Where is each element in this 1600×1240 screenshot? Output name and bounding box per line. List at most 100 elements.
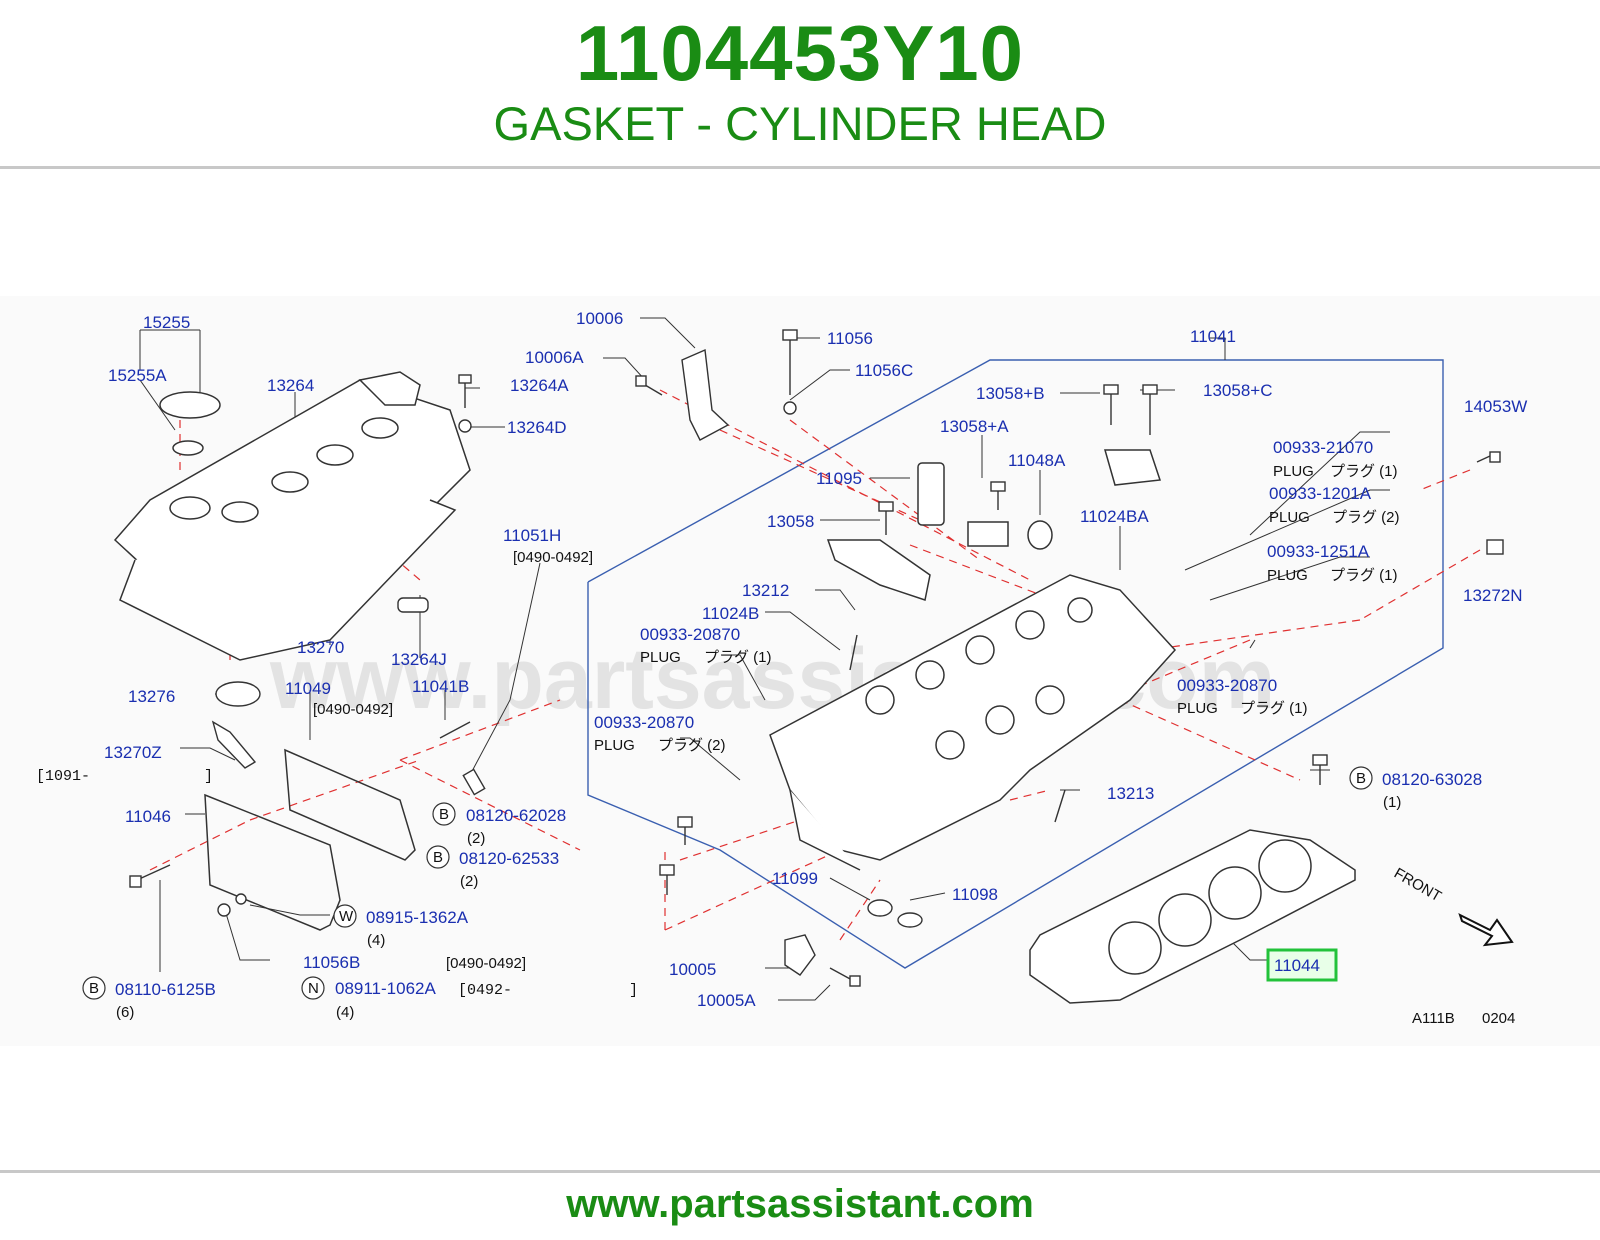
label-10006A[interactable]: 10006A xyxy=(525,348,584,367)
label-13058-B[interactable]: 13058+B xyxy=(976,384,1045,403)
label-13058[interactable]: 13058 xyxy=(767,512,814,531)
label-15255[interactable]: 15255 xyxy=(143,313,190,332)
circled-marks xyxy=(82,766,1373,1000)
footer-divider xyxy=(0,1170,1600,1173)
label-00933-21070[interactable]: 00933-21070 xyxy=(1273,438,1373,457)
note-plug-4: PLUG xyxy=(640,649,681,666)
label-08911-1062A[interactable]: 08911-1062A xyxy=(335,979,436,998)
mark-b-3: B xyxy=(1356,770,1366,787)
mark-b-1: B xyxy=(439,806,449,823)
note-plug-2: PLUG xyxy=(1269,509,1310,526)
label-13212[interactable]: 13212 xyxy=(742,581,789,600)
label-13276[interactable]: 13276 xyxy=(128,687,175,706)
highlighted-part-label[interactable]: 11044 xyxy=(1274,956,1320,975)
label-13058-A[interactable]: 13058+A xyxy=(940,417,1009,436)
label-11024BA[interactable]: 11024BA xyxy=(1080,507,1149,526)
qty-08911-1062A: (4) xyxy=(336,1004,354,1021)
label-10005A[interactable]: 10005A xyxy=(697,991,756,1010)
circled-mark-letters: B B B W B N xyxy=(89,770,1366,997)
note-plug-jp-3: プラグ (1) xyxy=(1330,567,1398,584)
label-11051H[interactable]: 11051H xyxy=(503,526,561,545)
note-plug-1: PLUG xyxy=(1273,463,1314,480)
label-13270[interactable]: 13270 xyxy=(297,638,344,657)
label-00933-1251A[interactable]: 00933-1251A xyxy=(1267,542,1370,561)
label-11056B[interactable]: 11056B xyxy=(303,953,360,972)
note-range-11051H: [0490-0492] xyxy=(513,549,593,566)
note-range-11056B: [0490-0492] xyxy=(446,955,526,972)
note-plug-jp-2: プラグ (2) xyxy=(1332,509,1400,526)
note-plug-jp-6: プラグ (1) xyxy=(1240,700,1308,717)
mark-w: W xyxy=(339,908,354,925)
label-08120-62533[interactable]: 08120-62533 xyxy=(459,849,559,868)
mark-b-circle-1 xyxy=(432,802,456,826)
mark-b-circle-4 xyxy=(82,976,106,1000)
label-08120-62028[interactable]: 08120-62028 xyxy=(466,806,566,825)
header-divider xyxy=(0,166,1600,169)
label-13058-C[interactable]: 13058+C xyxy=(1203,381,1272,400)
label-10005[interactable]: 10005 xyxy=(669,960,716,979)
mark-n: N xyxy=(308,980,319,997)
head-group-frame xyxy=(587,359,1444,969)
label-13264A[interactable]: 13264A xyxy=(510,376,569,395)
qty-08120-63028: (1) xyxy=(1383,794,1401,811)
label-08120-63028[interactable]: 08120-63028 xyxy=(1382,770,1482,789)
footer-website-url[interactable]: www.partsassistant.com xyxy=(566,1182,1034,1226)
part-name-subtitle: GASKET - CYLINDER HEAD xyxy=(493,97,1107,150)
qty-08915-1362A: (4) xyxy=(367,932,385,949)
label-13272N[interactable]: 13272N xyxy=(1463,586,1523,605)
note-range-11049: [0490-0492] xyxy=(313,701,393,718)
label-11041B[interactable]: 11041B xyxy=(412,677,469,696)
label-00933-20870-a[interactable]: 00933-20870 xyxy=(640,625,740,644)
mark-b-circle-2 xyxy=(426,845,450,869)
label-11049[interactable]: 11049 xyxy=(285,679,331,698)
note-plug-jp-4: プラグ (1) xyxy=(704,649,772,666)
note-plug-jp-5: プラグ (2) xyxy=(658,737,726,754)
label-10006[interactable]: 10006 xyxy=(576,309,623,328)
note-plug-3: PLUG xyxy=(1267,567,1308,584)
label-11048A[interactable]: 11048A xyxy=(1008,451,1066,470)
label-00933-20870-b[interactable]: 00933-20870 xyxy=(594,713,694,732)
label-11099[interactable]: 11099 xyxy=(772,869,818,888)
label-11098[interactable]: 11098 xyxy=(952,885,998,904)
mark-w-circle xyxy=(333,904,357,928)
label-00933-1201A[interactable]: 00933-1201A xyxy=(1269,484,1372,503)
label-13264[interactable]: 13264 xyxy=(267,376,314,395)
note-range-0492-end: ] xyxy=(629,982,638,999)
diagram-background xyxy=(0,296,1600,1046)
part-labels: 15255 15255A 13264 13264A 13264D 10006 1… xyxy=(104,309,1527,1010)
label-11095[interactable]: 11095 xyxy=(816,469,862,488)
note-plug-6: PLUG xyxy=(1177,700,1218,717)
diagram-date-code: 0204 xyxy=(1482,1010,1515,1027)
side-gaskets-drawing xyxy=(204,748,416,931)
note-range-1091-end: ] xyxy=(204,768,213,785)
label-11056C[interactable]: 11056C xyxy=(855,361,913,380)
label-13213[interactable]: 13213 xyxy=(1107,784,1154,803)
mark-b-4: B xyxy=(89,980,99,997)
head-gasket-drawing xyxy=(1029,829,1356,1004)
label-11041[interactable]: 11041 xyxy=(1190,327,1236,346)
cylinder-head-drawing xyxy=(769,574,1177,871)
front-label: FRONT xyxy=(1391,865,1444,906)
label-15255A[interactable]: 15255A xyxy=(108,366,167,385)
label-11056[interactable]: 11056 xyxy=(827,329,873,348)
oil-cap-drawing xyxy=(159,391,221,456)
notes: [0490-0492] [0490-0492] [0490-0492] [109… xyxy=(36,463,1515,1027)
highlight-box xyxy=(1266,948,1338,982)
label-leaders xyxy=(139,317,1390,1001)
label-14053W[interactable]: 14053W xyxy=(1464,397,1527,416)
label-13270Z[interactable]: 13270Z xyxy=(104,743,162,762)
qty-08120-62028: (2) xyxy=(467,830,485,847)
mark-b-2: B xyxy=(433,849,443,866)
label-11024B[interactable]: 11024B xyxy=(702,604,759,623)
label-11046[interactable]: 11046 xyxy=(125,807,171,826)
note-range-1091: [1091- xyxy=(36,768,90,785)
note-plug-5: PLUG xyxy=(594,737,635,754)
label-08110-6125B[interactable]: 08110-6125B xyxy=(115,980,216,999)
label-13264D[interactable]: 13264D xyxy=(507,418,567,437)
mark-n-circle xyxy=(301,976,325,1000)
part-number-title: 1104453Y10 xyxy=(575,9,1025,97)
mark-b-circle-3 xyxy=(1349,766,1373,790)
label-13264J[interactable]: 13264J xyxy=(391,650,447,669)
label-00933-20870-c[interactable]: 00933-20870 xyxy=(1177,676,1277,695)
label-08915-1362A[interactable]: 08915-1362A xyxy=(366,908,469,927)
